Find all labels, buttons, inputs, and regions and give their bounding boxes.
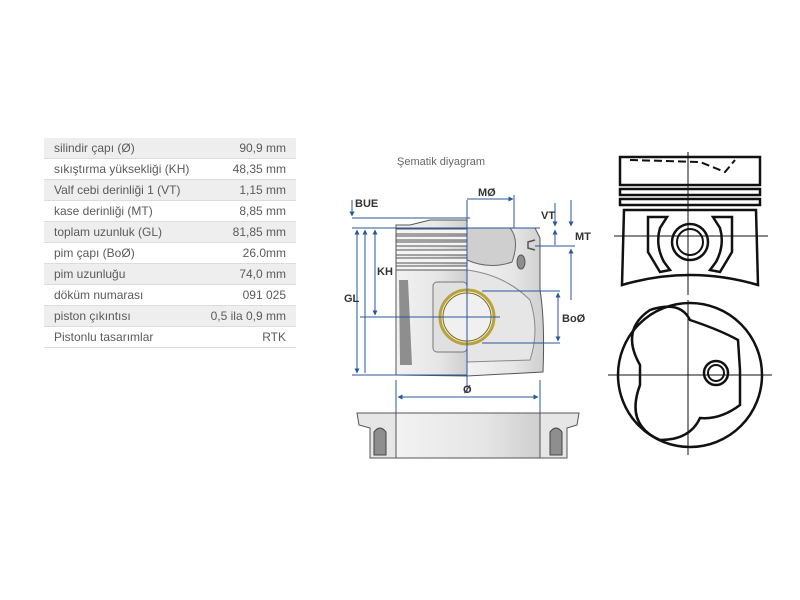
mo-label: MØ: [478, 187, 496, 199]
spec-label: Pistonlu tasarımlar: [44, 326, 201, 348]
piston-side-view: [395, 200, 545, 392]
mt-label: MT: [575, 231, 591, 243]
table-row: Valf cebi derinliği 1 (VT)1,15 mm: [44, 179, 296, 201]
spec-label: sıkıştırma yüksekliği (KH): [44, 158, 201, 180]
spec-label: piston çıkıntısı: [44, 305, 201, 327]
spec-label: toplam uzunluk (GL): [44, 221, 201, 243]
spec-value: 1,15 mm: [200, 179, 296, 201]
piston-front-drawing: [614, 152, 768, 295]
spec-label: silindir çapı (Ø): [44, 138, 201, 159]
table-row: pim çapı (BoØ)26.0mm: [44, 242, 296, 264]
table-row: toplam uzunluk (GL)81,85 mm: [44, 221, 296, 243]
vt-label: VT: [541, 210, 555, 222]
table-row: sıkıştırma yüksekliği (KH)48,35 mm: [44, 158, 296, 180]
spec-label: Valf cebi derinliği 1 (VT): [44, 179, 201, 201]
spec-label: pim uzunluğu: [44, 263, 201, 285]
spec-value: 8,85 mm: [200, 200, 296, 222]
piston-bottom-section: [356, 412, 580, 459]
diagram-title: Şematik diyagram: [397, 156, 486, 168]
kh-label: KH: [377, 266, 393, 278]
diameter-label: Ø: [463, 384, 472, 396]
spec-value: 81,85 mm: [200, 221, 296, 243]
spec-value: RTK: [200, 326, 296, 348]
piston-top-drawing: [608, 300, 772, 455]
spec-value: 74,0 mm: [200, 263, 296, 285]
spec-label: döküm numarası: [44, 284, 201, 306]
bo-label: BoØ: [562, 313, 586, 325]
specifications-table: silindir çapı (Ø)90,9 mm sıkıştırma yüks…: [44, 138, 296, 348]
spec-label: kase derinliği (MT): [44, 200, 201, 222]
spec-value: 48,35 mm: [200, 158, 296, 180]
spec-value: 90,9 mm: [200, 138, 296, 159]
table-row: silindir çapı (Ø)90,9 mm: [44, 138, 296, 159]
spec-label: pim çapı (BoØ): [44, 242, 201, 264]
gl-label: GL: [344, 293, 360, 305]
table-row: kase derinliği (MT)8,85 mm: [44, 200, 296, 222]
spec-value: 26.0mm: [200, 242, 296, 264]
bue-label: BUE: [355, 198, 378, 210]
spec-value: 091 025: [200, 284, 296, 306]
spec-value: 0,5 ila 0,9 mm: [200, 305, 296, 327]
